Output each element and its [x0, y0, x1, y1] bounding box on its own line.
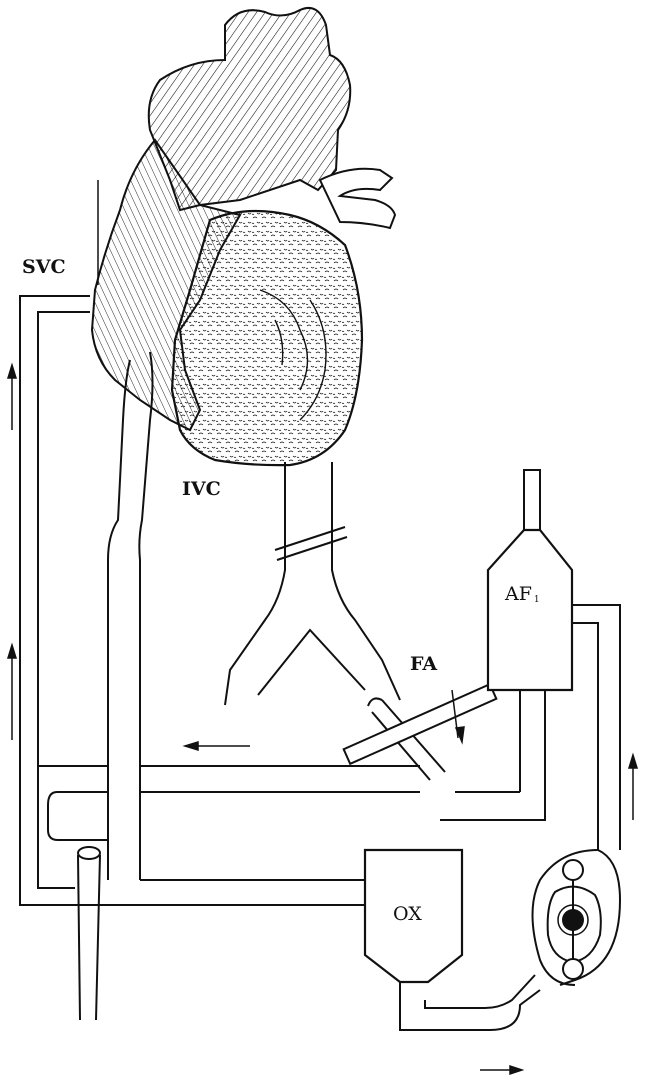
descending-aorta [225, 462, 400, 705]
svc-cannula-outer [20, 296, 90, 905]
iliac-crotch [258, 630, 365, 695]
af-label-subscript: 1 [534, 595, 540, 605]
svc-cannula-inner [38, 312, 90, 888]
flow-arrow-icon [480, 1066, 522, 1074]
ox-outlet-outer [400, 980, 540, 1030]
pump-hub [562, 909, 584, 931]
fa-cannula-tip [368, 698, 382, 706]
aortic-clamp-2 [277, 537, 347, 560]
pump-roller-bottom [563, 959, 583, 979]
pulmonary-vessels [320, 169, 395, 228]
flow-arrow-icon [8, 365, 16, 430]
roller-pump-icon [533, 850, 621, 985]
filter-outlet-bottom [572, 623, 598, 850]
af-label-text: AF [505, 583, 532, 605]
sucker-tip [78, 847, 100, 859]
aorta-left-wall [225, 462, 285, 705]
flow-arrow-icon [8, 645, 16, 740]
fa-cannula-plate [344, 684, 497, 764]
svc-label: SVC [22, 258, 66, 277]
sucker-cannula [78, 847, 100, 1020]
flow-arrow-icon [629, 755, 637, 820]
heart [92, 8, 395, 465]
filter-outlet-top [572, 605, 620, 850]
ox-outlet-inner [425, 975, 535, 1008]
arterial-filter [488, 470, 572, 690]
fa-label: FA [410, 655, 437, 674]
ivc-label: IVC [182, 480, 221, 499]
ivc-cannula-inner [139, 352, 152, 880]
venous-junction [48, 792, 108, 840]
ox-label: OX [393, 905, 422, 924]
pump-roller-top [563, 860, 583, 880]
flow-arrow-icon [185, 742, 250, 750]
arterial-filter-stem [524, 470, 540, 530]
arterial-filter-body [488, 530, 572, 690]
sucker-tube [78, 855, 100, 1020]
ivc-cannula-outer [108, 360, 130, 880]
